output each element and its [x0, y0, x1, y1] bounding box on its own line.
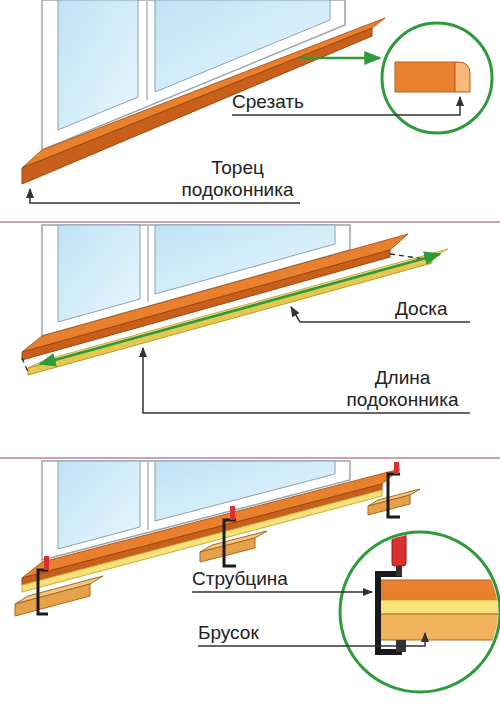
- leader-lines: [30, 97, 460, 203]
- panel-divider: [0, 457, 500, 459]
- part-label: Торец подоконника: [175, 157, 300, 201]
- panel-divider: [0, 221, 500, 223]
- part-label: Срезать: [232, 91, 304, 113]
- magnifier: [340, 532, 500, 692]
- part-label: Доска: [395, 298, 447, 320]
- window-sill: [22, 18, 385, 184]
- part-label: Брусок: [198, 622, 259, 644]
- leader-lines: [143, 307, 470, 413]
- leader-lines: [192, 592, 425, 646]
- green-arrow: [300, 57, 380, 60]
- window-frame: [42, 0, 345, 150]
- window-sill: [22, 234, 408, 360]
- part-label: Струбцина: [192, 568, 288, 590]
- board: [28, 249, 448, 375]
- magnifier: [382, 23, 492, 133]
- length-arrow: [40, 254, 440, 364]
- part-label: Длина подоконника: [335, 367, 470, 411]
- window-sill: [22, 469, 400, 592]
